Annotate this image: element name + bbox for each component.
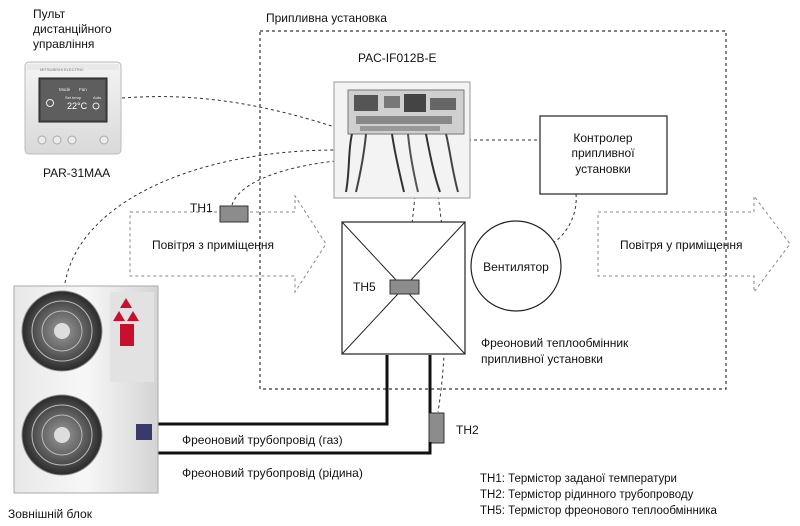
th1-label: TH1 [190,201,213,215]
remote-controller: MITSUBISHI ELECTRIC Mode Fan Set temp Au… [24,61,122,155]
liquid-pipe [158,442,432,455]
air-out-label: Повітря у приміщення [620,238,743,252]
board-model: PAC-IF012B-E [358,51,436,65]
th5-sensor [389,279,420,295]
fan [470,220,562,312]
remote-caption-2: дистанційного [33,22,112,36]
heat-exchanger [341,221,466,355]
legend-th5: TH5: Термістор фреонового теплообмінника [480,505,718,517]
svg-text:Set temp: Set temp [65,95,82,100]
air-out-arrow [597,194,791,294]
svg-text:Mode: Mode [59,87,71,92]
remote-signal-line [121,96,351,133]
outdoor-label: Зовнішній блок [8,507,93,521]
exchanger-label-1: Фреоновий теплообмінник [481,336,629,350]
legend-th2: TH2: Термістор рідинного трубопроводу [480,489,694,501]
th5-label: TH5 [353,280,376,294]
air-in-label: Повітря з приміщення [152,238,274,252]
th1-sensor [219,205,249,223]
controller-label-2: припливної [571,146,635,160]
gas-pipe [158,355,389,426]
outdoor-signal-line [64,149,337,284]
sun-icon [46,99,54,107]
controller-label-3: установки [575,162,631,176]
th2-sensor [428,412,445,444]
air-in-arrow [129,194,327,294]
fan-label: Вентилятор [483,260,549,274]
svg-text:Auto: Auto [93,95,102,100]
exchanger-label-2: припливної установки [481,352,603,366]
liquid-pipe-label: Фреоновий трубопровід (рідина) [182,466,363,480]
remote-model: PAR-31MAA [43,166,110,180]
svg-text:MITSUBISHI ELECTRIC: MITSUBISHI ELECTRIC [40,67,84,72]
air-unit-title: Припливна установка [266,11,387,25]
svg-text:Fan: Fan [79,87,87,92]
fan-icon [92,102,100,110]
air-unit-controller [539,115,668,195]
controller-fan-line [550,193,577,245]
svg-text:22°C: 22°C [67,101,88,111]
legend-th1: TH1: Термістор заданої температури [480,473,677,485]
air-unit-enclosure [259,30,727,390]
gas-pipe-label: Фреоновий трубопровід (газ) [182,433,343,447]
controller-board [333,81,471,199]
outdoor-unit [13,285,159,494]
remote-caption-1: Пульт [33,7,66,21]
th2-label: TH2 [456,423,479,437]
remote-caption-3: управління [33,37,94,51]
controller-label-1: Контролер [573,131,633,145]
brand-logo [113,298,139,321]
th1-signal-line [231,159,346,206]
